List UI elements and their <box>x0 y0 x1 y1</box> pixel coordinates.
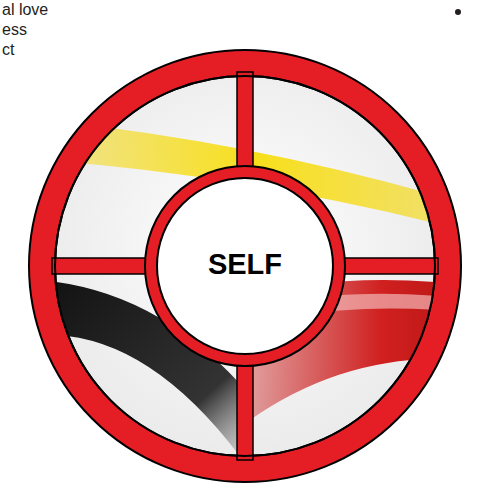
cut-text: ct <box>2 40 14 60</box>
node-title: SELF <box>208 248 282 281</box>
cut-text: al love <box>2 0 48 20</box>
outer-ring <box>29 50 461 482</box>
center-circle <box>157 178 333 354</box>
inner-ring-edge <box>55 76 435 456</box>
center-node: SELF <box>157 176 333 352</box>
cut-text: ess <box>2 20 27 40</box>
center-ring <box>145 166 345 366</box>
bullet-dot <box>455 9 461 15</box>
